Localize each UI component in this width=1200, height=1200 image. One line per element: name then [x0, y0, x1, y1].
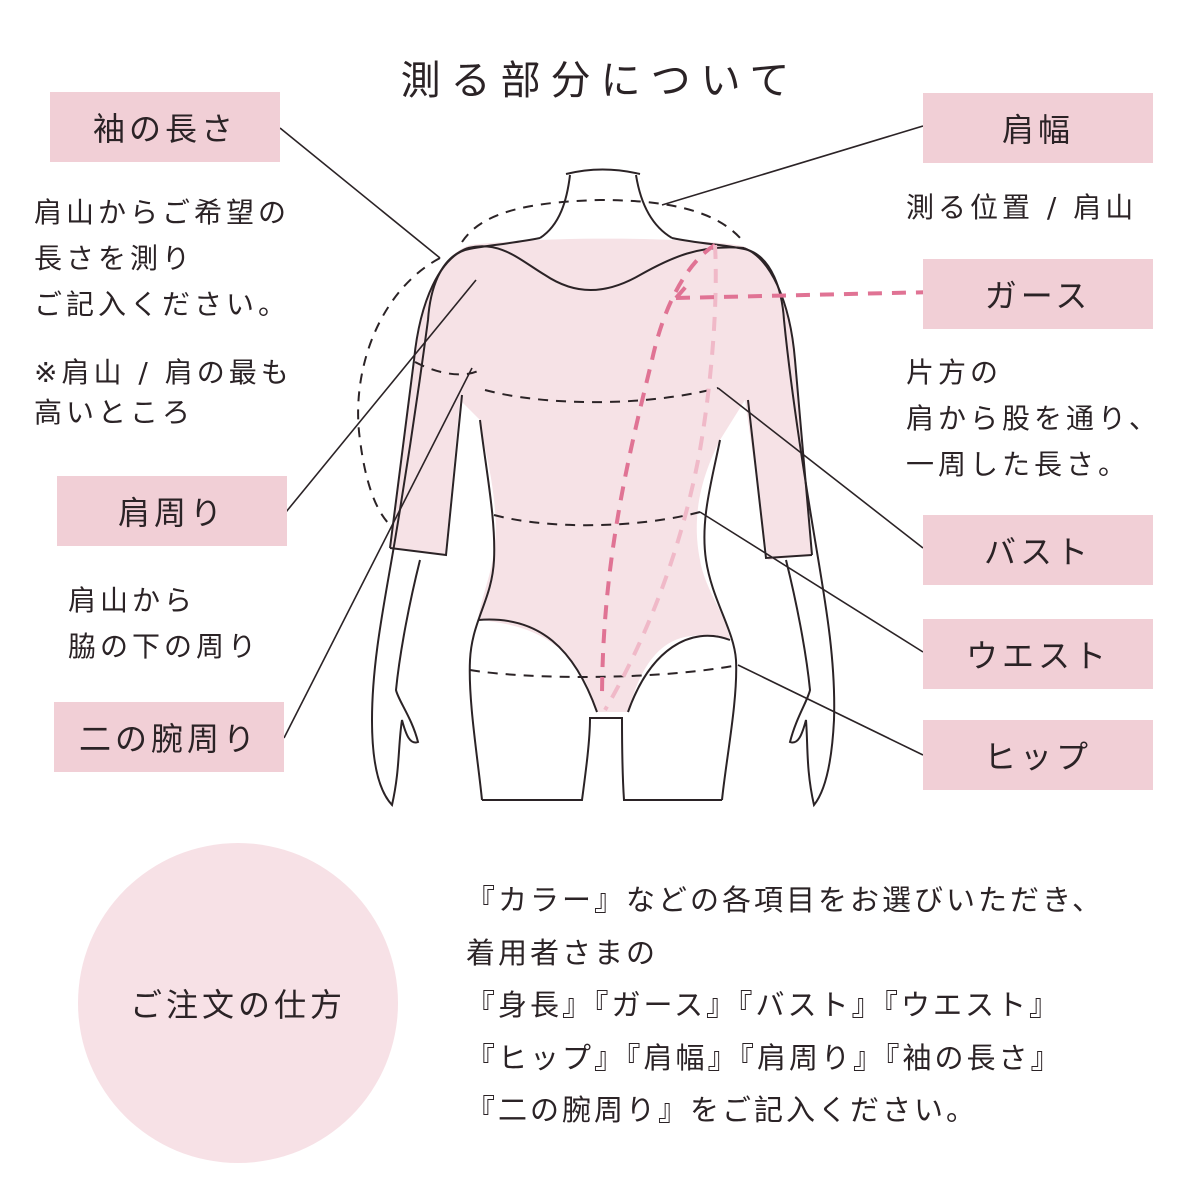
leader-waist: [699, 511, 924, 653]
desc-girth: 片方の 肩から股を通り、 一周した長さ。: [906, 356, 1161, 481]
desc-shoulder-circ: 肩山から 脇の下の周り: [68, 584, 261, 663]
leader-shoulder-circ: [285, 279, 477, 513]
left-arm-outline: [370, 237, 541, 808]
label-upper-arm: 二の腕周り: [54, 702, 284, 772]
order-heading-circle: ご注文の仕方: [78, 843, 398, 1163]
label-bust: バスト: [923, 515, 1153, 585]
girth-dashed-back: [603, 244, 718, 712]
leader-bust: [717, 387, 924, 549]
label-hip: ヒップ: [923, 720, 1153, 790]
order-instructions: 『カラー』などの各項目をお選びいただき、 着用者さまの 『身長』『ガース』『バス…: [466, 883, 1104, 1127]
leader-upper-arm: [283, 367, 473, 739]
girth-pointer: [674, 280, 936, 300]
sleeve-right-outer: [743, 247, 813, 556]
neckline: [467, 245, 745, 291]
sleeve-left-outer: [389, 247, 469, 549]
label-shoulder-circ: 肩周り: [57, 476, 287, 546]
neck-outline: [539, 174, 673, 239]
leg-opening-right: [627, 634, 731, 713]
leg-opening-left: [477, 618, 598, 713]
hip-dashed: [469, 664, 739, 678]
desc-sleeve-length: 肩山からご希望の 長さを測り ご記入ください。: [34, 196, 291, 321]
sleeve-right-edge: [747, 399, 813, 560]
legs-outline: [482, 717, 722, 801]
label-girth: ガース: [923, 259, 1153, 329]
shoulder-circ-dashed: [357, 257, 441, 526]
neck-top: [565, 168, 641, 175]
leader-hip: [737, 664, 924, 756]
desc-sleeve-note: ※肩山 / 肩の最も 高いところ: [34, 356, 293, 429]
shoulder-width-dashed: [461, 198, 743, 243]
label-waist: ウエスト: [923, 619, 1153, 689]
waist-dashed: [493, 511, 701, 527]
leader-sleeve-length: [279, 127, 441, 259]
torso-left-outline: [468, 419, 496, 801]
desc-shoulder-width: 測る位置 / 肩山: [906, 191, 1138, 224]
upper-arm-dashed: [414, 361, 481, 376]
label-sleeve-length: 袖の長さ: [50, 92, 280, 162]
label-shoulder-width: 肩幅: [923, 93, 1153, 163]
sleeve-left-edge: [389, 394, 463, 557]
bust-dashed: [484, 387, 719, 404]
leotard-garment: [390, 238, 812, 713]
leader-shoulder-width: [661, 125, 924, 206]
girth-dashed-front: [600, 243, 717, 701]
order-heading: ご注文の仕方: [129, 986, 346, 1024]
page-title: 測る部分について: [400, 58, 800, 104]
torso-right-outline: [703, 439, 738, 801]
